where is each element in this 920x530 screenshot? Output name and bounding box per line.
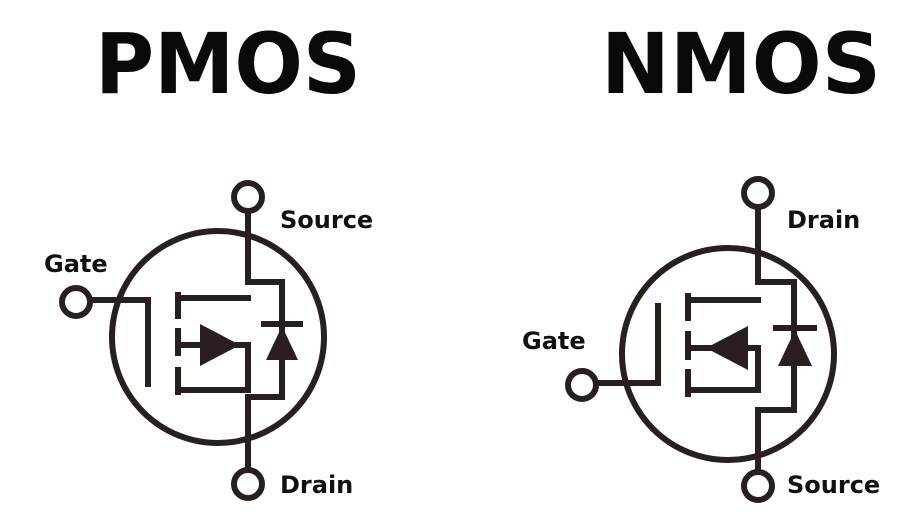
pmos-diode-icon xyxy=(266,326,298,360)
pmos-outline-circle xyxy=(109,228,327,446)
pmos-drain-terminal xyxy=(231,467,265,501)
nmos-gate-terminal xyxy=(565,368,599,402)
nmos-source-label: Source xyxy=(787,471,880,499)
nmos-source-terminal xyxy=(741,469,775,503)
nmos-diode-icon xyxy=(778,330,812,366)
nmos-outline-circle xyxy=(619,245,837,463)
pmos-gate-terminal xyxy=(59,285,93,319)
nmos-drain-terminal xyxy=(741,176,775,210)
pmos-title: PMOS xyxy=(95,15,361,113)
pmos-symbol: PMOS Gate Source Drain xyxy=(44,15,373,501)
nmos-source-lead xyxy=(755,323,797,475)
nmos-body-arrow-icon xyxy=(706,326,748,370)
nmos-drain-label: Drain xyxy=(787,206,860,234)
nmos-gate-lead xyxy=(594,303,661,386)
nmos-gate-label: Gate xyxy=(522,327,586,355)
pmos-gate-label: Gate xyxy=(44,250,108,278)
pmos-gate-lead xyxy=(88,297,151,387)
pmos-body-arrow-icon xyxy=(200,324,240,366)
nmos-title: NMOS xyxy=(601,15,881,113)
pmos-source-label: Source xyxy=(280,206,373,234)
nmos-symbol: NMOS Gate Drain Source xyxy=(522,15,881,503)
pmos-source-terminal xyxy=(231,180,265,214)
pmos-drain-label: Drain xyxy=(280,471,353,499)
